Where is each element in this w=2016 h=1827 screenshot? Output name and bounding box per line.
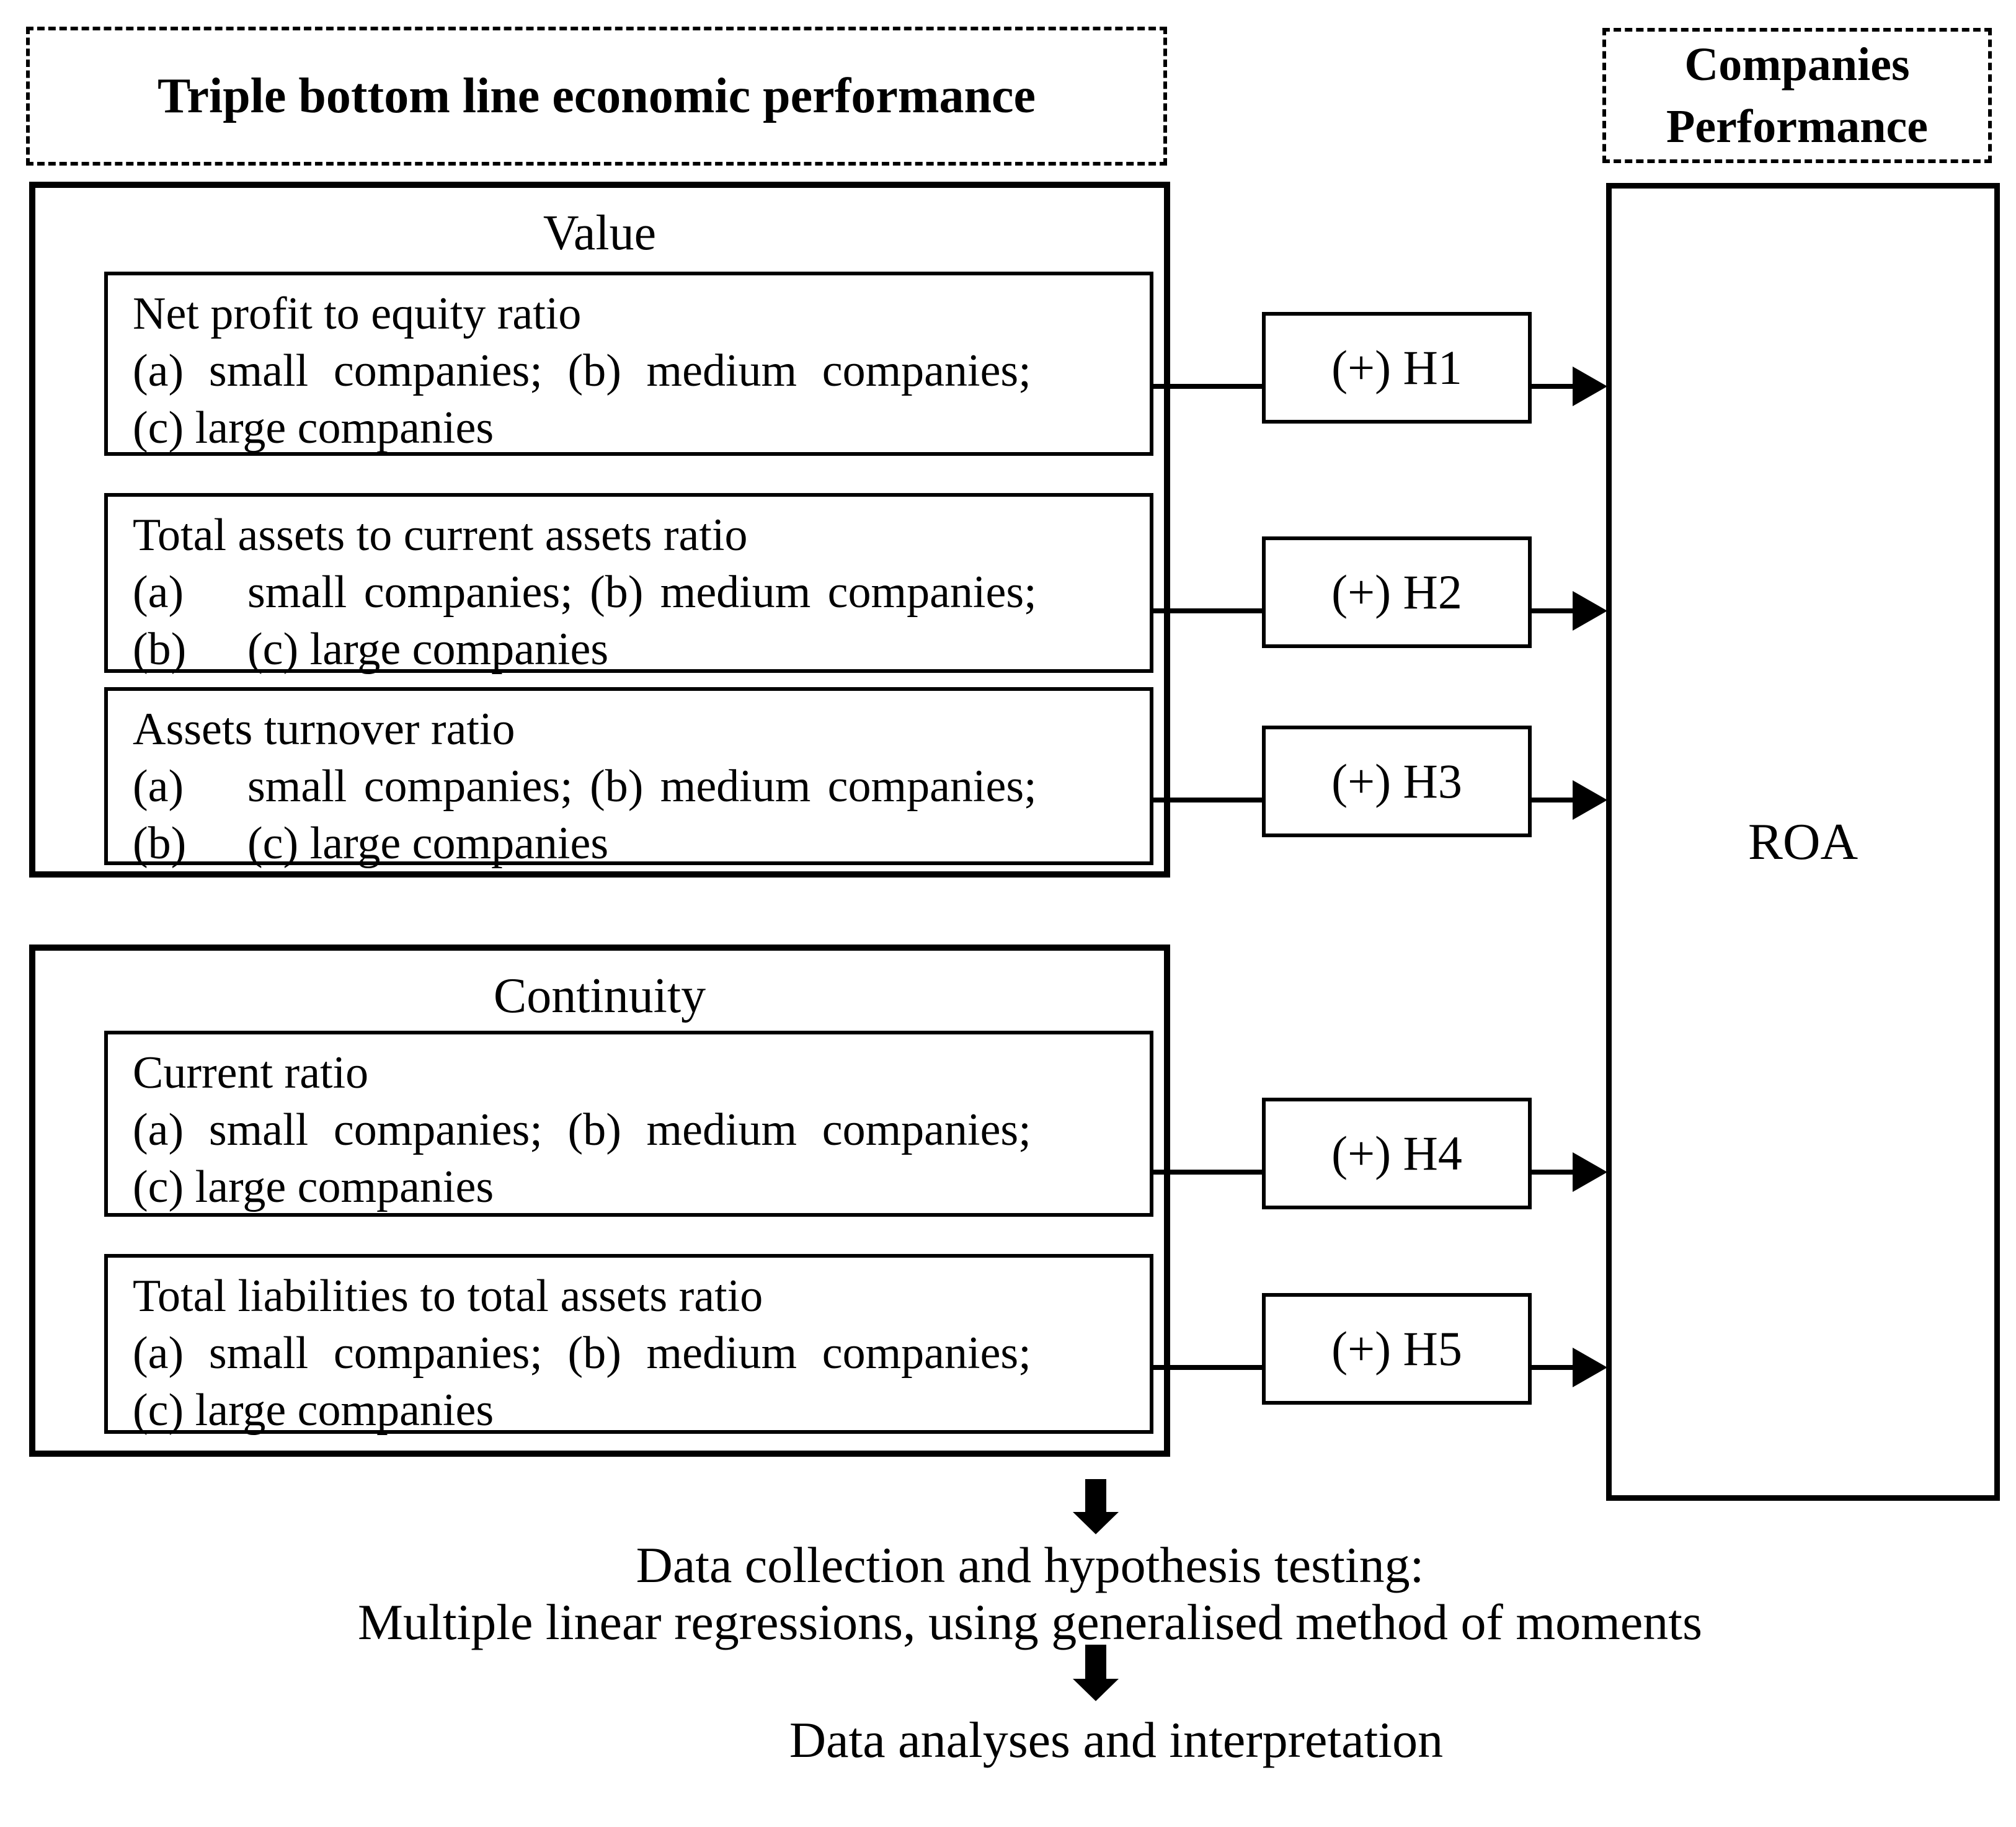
indicator-total-liabilities-to-total-assets: Total liabilities to total assets ratio … [104, 1254, 1153, 1436]
indicator-line: (c) large companies [133, 1162, 494, 1212]
indicator-line: Current ratio [133, 1047, 369, 1098]
connector-line [1152, 1170, 1262, 1175]
down-arrowhead-icon [1073, 1679, 1119, 1701]
arrowhead-right-icon [1573, 780, 1607, 820]
roa-label: ROA [1747, 813, 1858, 871]
list-marker: (b) [133, 624, 187, 675]
indicator-line: (a) small companies; (b) medium companie… [133, 1105, 1031, 1155]
connector-line [1532, 1365, 1574, 1370]
indicator-line: (c) large companies [133, 402, 494, 453]
hypothesis-box-h1: (+) H1 [1262, 312, 1532, 424]
down-arrow-icon [1085, 1479, 1106, 1512]
hypothesis-label: (+) H2 [1331, 565, 1462, 619]
indicator-current-ratio: Current ratio (a) small companies; (b) m… [104, 1031, 1153, 1217]
hypothesis-label: (+) H3 [1331, 754, 1462, 808]
indicator-line: Net profit to equity ratio [133, 288, 582, 339]
indicator-total-assets-to-current-assets: Total assets to current assets ratio (a)… [104, 493, 1153, 675]
indicator-net-profit-to-equity: Net profit to equity ratio (a) small com… [104, 272, 1153, 456]
hypothesis-box-h2: (+) H2 [1262, 536, 1532, 648]
indicator-line: (a) small companies; (b) medium companies… [133, 758, 1132, 815]
connector-line [1152, 384, 1262, 389]
connector-line [1532, 608, 1574, 613]
flow-step-analysis-label: Data analyses and interpretation [789, 1712, 1444, 1768]
arrowhead-right-icon [1573, 1152, 1607, 1192]
connector-line [1532, 798, 1574, 802]
hypothesis-box-h3: (+) H3 [1262, 726, 1532, 837]
list-marker: (a) [133, 567, 184, 618]
left-header-box: Triple bottom line economic performance [26, 27, 1167, 166]
indicator-line: (a) small companies; (b) medium companie… [133, 345, 1031, 396]
connector-line [1532, 384, 1574, 389]
indicator-line: Total liabilities to total assets ratio [133, 1271, 763, 1322]
indicator-line: Total assets to current assets ratio [133, 510, 748, 561]
indicator-line: (c) large companies [133, 1385, 494, 1436]
indicator-line: Assets turnover ratio [133, 704, 515, 755]
indicator-line-text: (c) large companies [247, 624, 609, 675]
list-marker: (b) [133, 818, 187, 869]
indicator-line: (b) (c) large companies [133, 621, 1132, 678]
flow-step-collection: Data collection and hypothesis testing: … [255, 1537, 1805, 1651]
connector-line [1152, 608, 1262, 613]
connector-line [1152, 798, 1262, 802]
list-marker: (a) [133, 761, 184, 812]
flow-step-collection-line2: Multiple linear regressions, using gener… [358, 1594, 1702, 1650]
roa-outcome-box: ROA [1606, 183, 2000, 1501]
flow-step-analysis: Data analyses and interpretation [341, 1712, 1891, 1769]
right-header-box: Companies Performance [1602, 28, 1992, 163]
indicator-line: (a) small companies; (b) medium companie… [133, 1328, 1031, 1379]
indicator-line-text: small companies; (b) medium companies; [247, 567, 1037, 618]
down-arrowhead-icon [1073, 1512, 1119, 1534]
arrowhead-right-icon [1573, 367, 1607, 406]
indicator-line: (a) small companies; (b) medium companies… [133, 564, 1132, 621]
indicator-line: (b) (c) large companies [133, 815, 1132, 872]
connector-line [1152, 1365, 1262, 1370]
hypothesis-label: (+) H1 [1331, 340, 1462, 394]
left-header-label: Triple bottom line economic performance [158, 68, 1036, 123]
value-group-box: Value [29, 182, 1170, 878]
indicator-assets-turnover: Assets turnover ratio (a) small companies… [104, 687, 1153, 869]
indicator-line-text: (c) large companies [247, 818, 609, 869]
flow-step-collection-line1: Data collection and hypothesis testing: [636, 1537, 1424, 1593]
continuity-group-title: Continuity [493, 969, 706, 1023]
value-group-title: Value [543, 206, 657, 260]
arrowhead-right-icon [1573, 1348, 1607, 1387]
down-arrow-icon [1085, 1645, 1106, 1679]
right-header-line1: Companies [1684, 38, 1910, 91]
hypothesis-label: (+) H4 [1331, 1126, 1462, 1180]
hypothesis-label: (+) H5 [1331, 1322, 1462, 1376]
hypothesis-box-h5: (+) H5 [1262, 1293, 1532, 1405]
indicator-line-text: small companies; (b) medium companies; [247, 761, 1037, 812]
connector-line [1532, 1170, 1574, 1175]
arrowhead-right-icon [1573, 591, 1607, 631]
continuity-group-box: Continuity [29, 945, 1170, 1457]
hypothesis-box-h4: (+) H4 [1262, 1098, 1532, 1209]
right-header-line2: Performance [1666, 100, 1928, 153]
